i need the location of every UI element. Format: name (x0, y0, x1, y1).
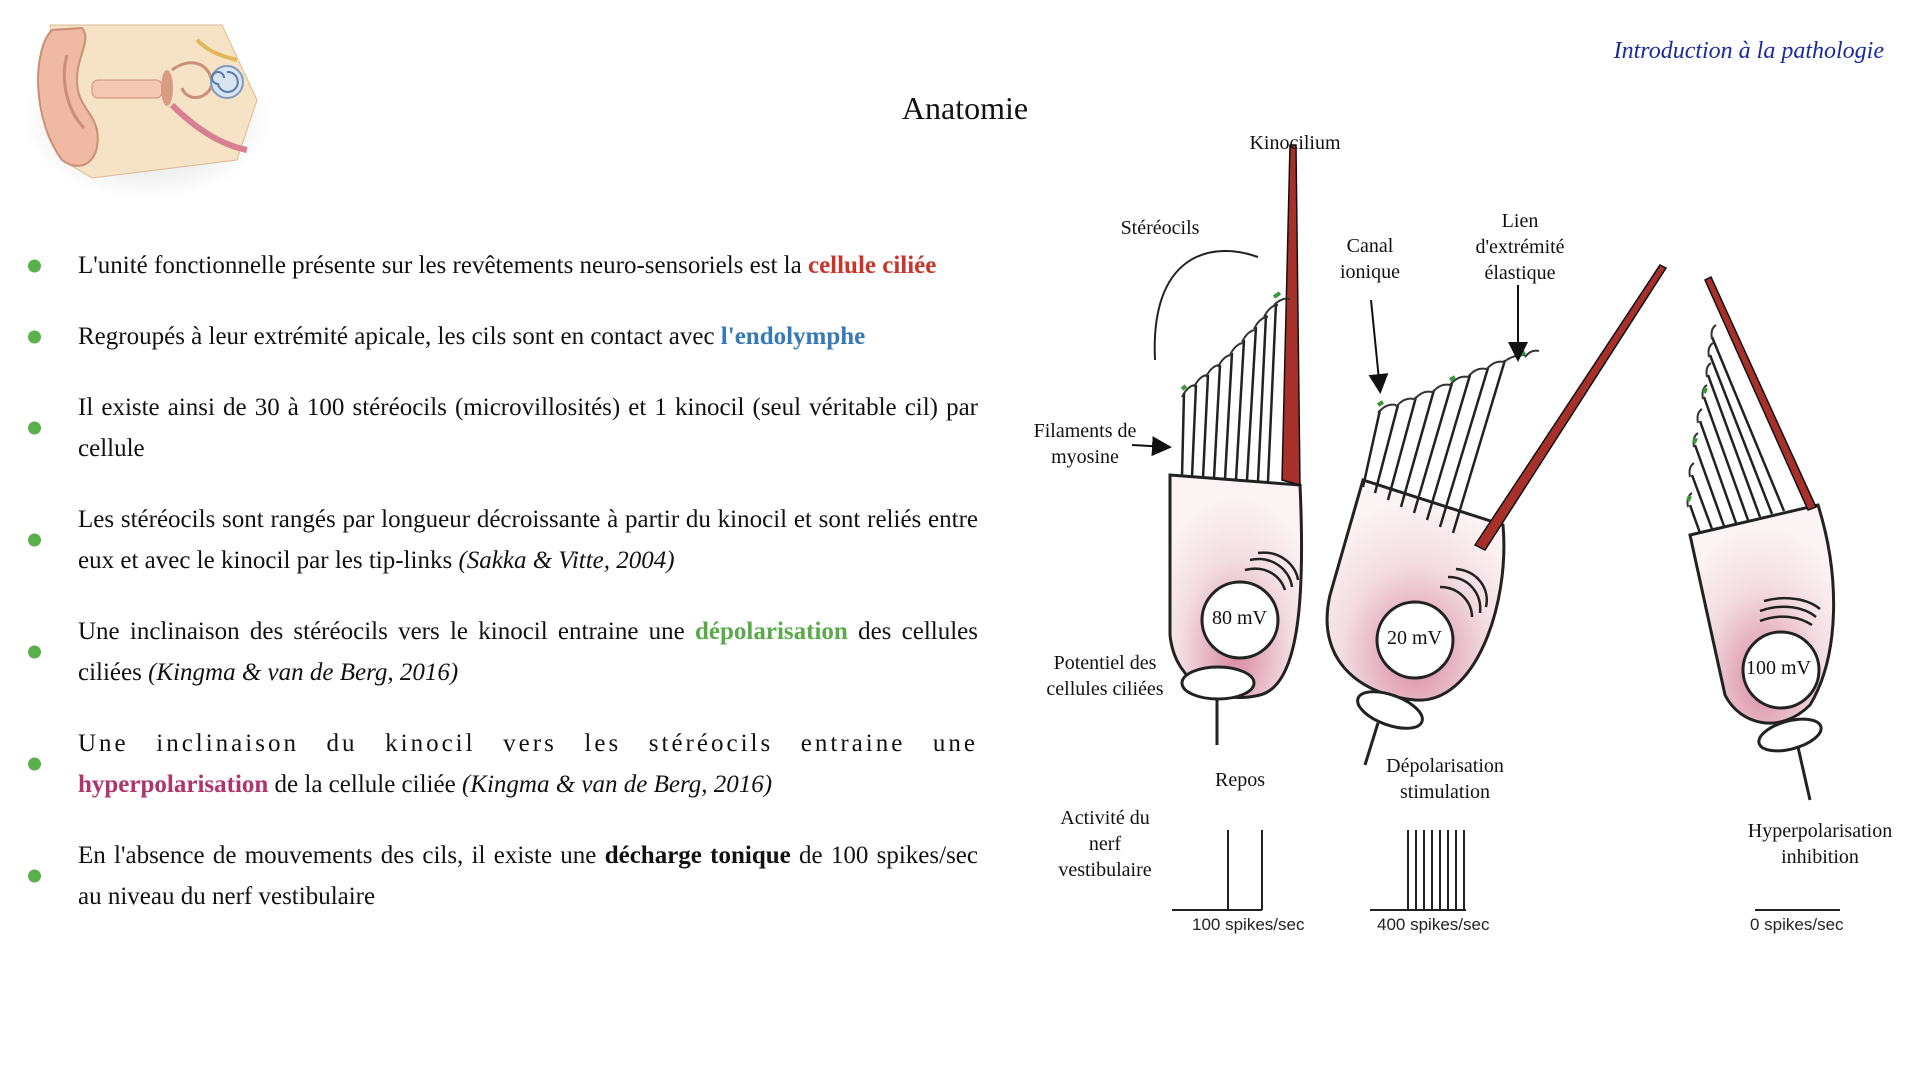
list-item: Une inclinaison du kinocil vers les stér… (20, 723, 978, 805)
list-item: L'unité fonctionnelle présente sur les r… (20, 245, 978, 286)
bullet-dot (28, 259, 41, 272)
bullet-list: L'unité fonctionnelle présente sur les r… (20, 245, 978, 947)
potential-value-rest: 80 mV (1212, 607, 1267, 629)
spike-rate-hyperpolarisation: 0 spikes/sec (1750, 915, 1844, 934)
hair-cell-hyperpolarisation (1686, 275, 1836, 801)
hair-cell-illustration (1131, 144, 1840, 911)
keyword-decharge-tonique: décharge tonique (604, 842, 791, 869)
bullet-dot (28, 330, 41, 343)
citation: (Kingma & van de Berg, 2016) (461, 771, 773, 798)
ear-anatomy-icon (22, 10, 272, 200)
section-title: Introduction à la pathologie (1613, 38, 1884, 64)
hair-cell-rest (1131, 144, 1304, 745)
page-title: Anatomie (901, 90, 1029, 126)
spike-rate-depolarisation: 400 spikes/sec (1377, 915, 1490, 934)
keyword-endolymphe: l'endolymphe (720, 323, 866, 350)
bullet-dot (28, 421, 41, 435)
hair-cell-depolarisation (1325, 264, 1668, 766)
list-item: Une inclinaison des stéréocils vers le k… (20, 611, 978, 693)
potential-value-depolarisation: 20 mV (1387, 627, 1442, 649)
keyword-cellule-ciliee: cellule ciliée (807, 252, 937, 279)
spike-rate-rest: 100 spikes/sec (1192, 915, 1305, 934)
bullet-dot (28, 869, 41, 883)
keyword-depolarisation: dépolarisation (695, 618, 848, 645)
label-repos: Repos (1215, 769, 1265, 791)
label-stereocils: Stéréocils (1120, 217, 1200, 239)
spike-train-rest (1172, 830, 1263, 911)
list-item: En l'absence de mouvements des cils, il … (20, 835, 978, 917)
spike-train-depolarisation (1370, 830, 1466, 911)
label-kinocilium: Kinocilium (1249, 132, 1341, 154)
citation: (Kingma & van de Berg, 2016) (148, 659, 459, 686)
bullet-dot (28, 757, 41, 771)
list-item: Il existe ainsi de 30 à 100 stéréocils (… (20, 387, 978, 469)
citation: (Sakka & Vitte, 2004) (458, 547, 675, 574)
bullet-dot (28, 645, 41, 659)
keyword-hyperpolarisation: hyperpolarisation (78, 771, 269, 798)
potential-value-hyperpolarisation: 100 mV (1746, 657, 1811, 679)
bullet-dot (28, 533, 41, 547)
list-item: Regroupés à leur extrémité apicale, les … (20, 316, 978, 357)
list-item: Les stéréocils sont rangés par longueur … (20, 499, 978, 581)
